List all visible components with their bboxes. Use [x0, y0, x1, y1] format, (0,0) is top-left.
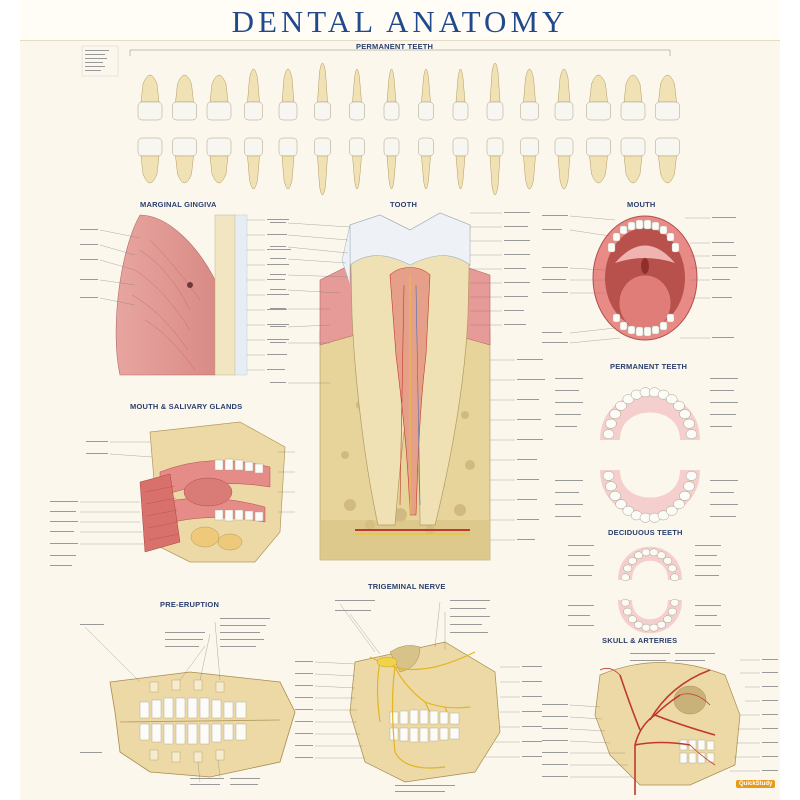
- upper-tooth: [586, 74, 611, 121]
- arch-tooth: [622, 394, 635, 405]
- lower-tooth: [278, 137, 298, 190]
- deciduous-tooth: [649, 623, 659, 632]
- permanent-teeth-row: [81, 45, 680, 196]
- arch-tooth: [685, 429, 698, 440]
- pre-eruption-jaw-diagram: [80, 618, 296, 785]
- section-title-trigeminal-nerve: TRIGEMINAL NERVE: [368, 582, 446, 591]
- lower-tooth: [655, 137, 680, 184]
- deciduous-teeth-diagram: [568, 545, 721, 634]
- arch-tooth: [685, 470, 698, 481]
- arch-tooth: [665, 505, 678, 516]
- deciduous-tooth: [620, 573, 630, 582]
- upper-tooth: [314, 62, 331, 121]
- deciduous-tooth: [627, 556, 637, 565]
- lower-tooth: [244, 137, 263, 190]
- arch-tooth: [683, 418, 695, 429]
- section-title-marginal-gingiva: MARGINAL GINGIVA: [140, 200, 217, 209]
- deciduous-tooth: [667, 607, 677, 616]
- lower-tooth: [620, 137, 646, 184]
- lower-tooth: [418, 137, 434, 190]
- skull-arteries-diagram: [542, 653, 778, 795]
- deciduous-tooth: [656, 620, 666, 629]
- upper-tooth: [655, 74, 680, 121]
- deciduous-tooth: [641, 623, 651, 632]
- lower-tooth: [520, 137, 539, 190]
- arch-tooth: [622, 505, 635, 516]
- upper-tooth: [452, 68, 469, 121]
- lower-tooth: [383, 137, 400, 190]
- mouth-diagram: [542, 215, 738, 344]
- section-title-pre-eruption: PRE-ERUPTION: [160, 600, 220, 609]
- upper-tooth: [486, 62, 504, 121]
- arch-tooth: [605, 481, 617, 492]
- lower-tooth: [586, 137, 611, 184]
- title-banner: DENTAL ANATOMY: [20, 0, 780, 41]
- arch-tooth: [679, 409, 691, 420]
- arch-tooth: [673, 499, 685, 510]
- permanent-teeth-arch-diagram: [555, 378, 738, 523]
- section-title-mouth: MOUTH: [627, 200, 656, 209]
- poster: DENTAL ANATOMY PERMANENT TEETH MARGINAL …: [20, 0, 780, 800]
- upper-tooth: [554, 68, 574, 121]
- arch-tooth: [609, 409, 621, 420]
- arch-tooth: [602, 429, 615, 440]
- upper-tooth: [206, 74, 232, 121]
- brand-logo: QuickStudy: [736, 780, 776, 788]
- section-title-mouth-salivary: MOUTH & SALIVARY GLANDS: [130, 402, 243, 411]
- section-title-deciduous-teeth: DECIDUOUS TEETH: [608, 528, 683, 537]
- deciduous-tooth: [623, 564, 633, 573]
- arch-tooth: [679, 490, 691, 501]
- lower-tooth: [206, 137, 232, 184]
- lower-tooth: [554, 137, 574, 190]
- arch-tooth: [602, 470, 615, 481]
- arch-tooth: [657, 389, 670, 400]
- deciduous-tooth: [670, 598, 680, 607]
- deciduous-tooth: [663, 615, 673, 624]
- upper-tooth: [244, 68, 263, 121]
- lower-tooth: [137, 137, 163, 184]
- lower-tooth: [452, 137, 469, 190]
- lower-tooth: [314, 137, 331, 196]
- arch-tooth: [605, 418, 617, 429]
- lower-tooth: [172, 137, 197, 184]
- deciduous-tooth: [649, 548, 659, 557]
- deciduous-tooth: [623, 607, 633, 616]
- upper-tooth: [520, 68, 539, 121]
- upper-tooth: [620, 74, 646, 121]
- upper-tooth: [137, 74, 163, 121]
- section-title-permanent-teeth-arch: PERMANENT TEETH: [610, 362, 688, 371]
- deciduous-tooth: [627, 615, 637, 624]
- poster-title: DENTAL ANATOMY: [231, 4, 569, 39]
- deciduous-tooth: [667, 564, 677, 573]
- deciduous-tooth: [656, 551, 666, 560]
- upper-tooth: [418, 68, 434, 121]
- marginal-gingiva-diagram: [80, 214, 291, 376]
- upper-tooth: [278, 68, 298, 121]
- deciduous-tooth: [641, 548, 651, 557]
- arch-tooth: [657, 510, 670, 521]
- arch-tooth: [673, 400, 685, 411]
- deciduous-tooth: [670, 573, 680, 582]
- arch-tooth: [615, 400, 627, 411]
- deciduous-tooth: [663, 556, 673, 565]
- deciduous-tooth: [634, 551, 644, 560]
- arch-tooth: [683, 481, 695, 492]
- deciduous-tooth: [634, 620, 644, 629]
- lower-tooth: [486, 137, 504, 196]
- arch-tooth: [615, 499, 627, 510]
- upper-tooth: [172, 74, 197, 121]
- arch-tooth: [609, 490, 621, 501]
- arch-tooth: [665, 394, 678, 405]
- tooth-cross-section: [270, 212, 545, 561]
- upper-tooth: [383, 68, 400, 121]
- trigeminal-nerve-diagram: [295, 600, 542, 792]
- upper-tooth: [349, 68, 365, 121]
- section-title-permanent-teeth: PERMANENT TEETH: [356, 42, 434, 51]
- section-title-tooth: TOOTH: [390, 200, 418, 209]
- deciduous-tooth: [620, 598, 630, 607]
- mouth-salivary-diagram: [50, 421, 295, 566]
- section-title-skull-arteries: SKULL & ARTERIES: [602, 636, 678, 645]
- lower-tooth: [349, 137, 365, 190]
